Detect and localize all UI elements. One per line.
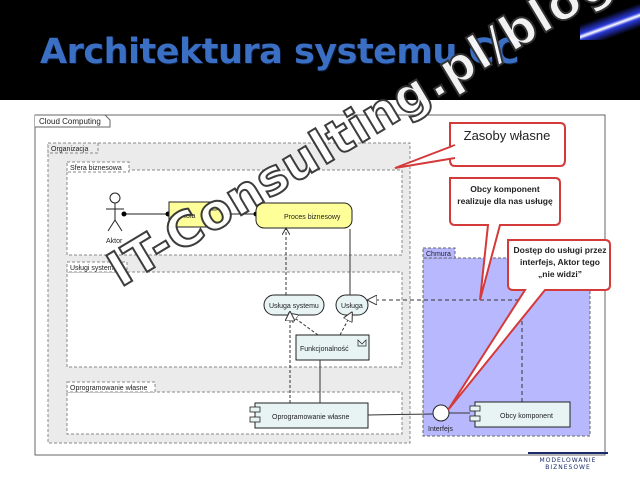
oprogramowanie-group-label: Oprogramowanie własne <box>70 385 148 392</box>
organizacja-label: Organizacja <box>51 146 88 153</box>
callout-obcy-text: Obcy komponent realizuje dla nas usługę <box>457 184 553 206</box>
service-box: Usługa <box>335 294 369 316</box>
callout-dostep-text: Dostęp do usługi przez interfejs, Aktor … <box>513 245 607 279</box>
corner-swoosh <box>580 0 640 40</box>
callout-obcy <box>449 177 561 301</box>
page-title: Architektura systemu CC <box>40 32 519 72</box>
system-service-box: Usługa systemu <box>263 294 325 316</box>
actor-label: Aktor <box>106 238 123 245</box>
foreign-component-label: Obcy komponent <box>500 413 553 420</box>
callout-zasoby-text: Zasoby własne <box>463 128 551 143</box>
role-box: Rola <box>168 201 224 228</box>
functionality-label: Funkcjonalność <box>300 346 349 353</box>
business-process-box: Proces biznesowy <box>255 202 353 229</box>
cloud-computing-label: Cloud Computing <box>39 117 101 126</box>
own-software-box: Oprogramowanie własne <box>249 402 369 429</box>
callout-dostep <box>447 239 611 411</box>
functionality-box: Funkcjonalność <box>295 334 370 361</box>
callout-zasoby <box>394 122 566 169</box>
chmura-label: Chmura <box>426 251 451 258</box>
sfera-biznesowa-label: Sfera biznesowa <box>70 165 122 172</box>
role-label: Rola <box>181 213 196 220</box>
actor-figure: Aktor <box>106 192 124 245</box>
foreign-component-box: Obcy komponent <box>469 401 571 428</box>
uslugi-systemu-label: Usługi systemu <box>70 265 118 272</box>
system-service-label: Usługa systemu <box>269 303 319 310</box>
brand-logo: MODELOWANIE BIZNESOWE <box>528 452 608 471</box>
interface-label: Interfejs <box>428 426 453 433</box>
own-software-label: Oprogramowanie własne <box>272 414 350 421</box>
business-process-label: Proces biznesowy <box>284 214 341 221</box>
service-label: Usługa <box>341 303 363 310</box>
header-bar: Architektura systemu CC <box>0 0 640 100</box>
